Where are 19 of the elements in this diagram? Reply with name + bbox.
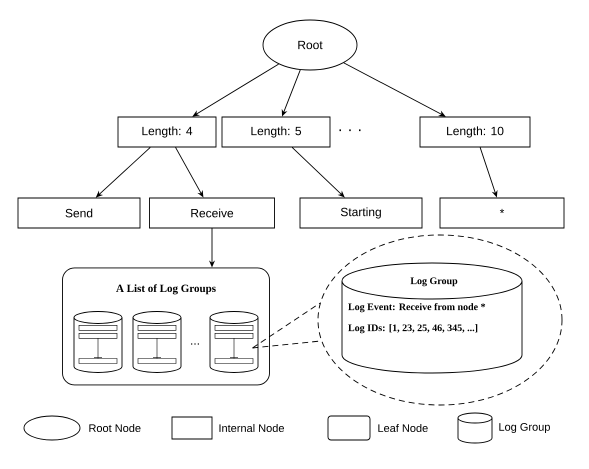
ellipsis: ... xyxy=(191,343,199,345)
node-box: Length: 4 xyxy=(118,116,216,148)
log-group-cylinder xyxy=(132,311,182,373)
node-box: Receive xyxy=(149,198,275,228)
legend-label: Internal Node xyxy=(219,424,284,432)
node-box: Length: 10 xyxy=(420,116,530,148)
legend-label: Leaf Node xyxy=(378,424,428,432)
callout-balloon xyxy=(318,234,562,406)
node-box: Send xyxy=(18,198,140,228)
node-box: Starting xyxy=(300,198,422,228)
node-label: Log IDs: [1, 23, 25, 46, 345, ...] xyxy=(348,324,478,334)
node-label: Log Event: Receive from node * xyxy=(348,303,486,312)
legend-label: Log Group xyxy=(499,423,550,433)
log-group-cylinder xyxy=(74,311,122,373)
log-group-cylinder: Log Group Log Event: Receive from node * Log IDs: [1, 23, 25, 46, 345, ...] xyxy=(342,262,522,374)
node-box: * xyxy=(440,198,564,228)
node-box: Length: 5 xyxy=(222,116,330,148)
legend-label: Root Node xyxy=(89,424,141,432)
log-group-cylinder xyxy=(210,311,258,373)
